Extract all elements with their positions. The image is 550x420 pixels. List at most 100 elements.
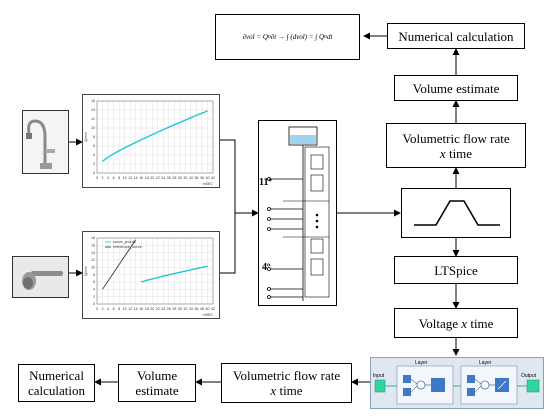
volume-bottom-line1: Volume — [136, 368, 178, 383]
x-tick-label: 2 — [102, 176, 104, 180]
numerical-top-label: Numerical calculation — [398, 28, 514, 44]
x-tick-label: 20 — [150, 307, 154, 311]
volume-estimate-top: Volume estimate — [394, 75, 518, 101]
ltspice-label: LTSpice — [434, 262, 478, 278]
x-tick-label: 22 — [156, 176, 160, 180]
x-tick-label: 22 — [156, 307, 160, 311]
numerical-bottom-line2: calculation — [27, 383, 86, 398]
y-axis-label: Q/min — [84, 266, 88, 276]
y-tick-label: 6 — [93, 144, 95, 148]
formula-sub-1: o — [267, 34, 271, 40]
x-unit-label: mSEC — [203, 182, 214, 186]
y-tick-label: 2 — [93, 162, 95, 166]
voltage-time-box: Voltage x time — [394, 308, 518, 338]
volume-top-label: Volume estimate — [412, 80, 500, 96]
x-tick-label: 28 — [172, 307, 176, 311]
x-tick-label: 38 — [200, 176, 204, 180]
ltspice-box: LTSpice — [394, 256, 518, 284]
x-tick-label: 0 — [96, 176, 98, 180]
faucet-photo — [22, 110, 69, 174]
x-tick-label: 2 — [102, 307, 104, 311]
shower-photo — [12, 256, 69, 298]
flow-rate-top-time: time — [448, 145, 473, 161]
voltage-label: Voltage — [418, 315, 459, 331]
numerical-calculation-bottom: Numerical calculation — [18, 364, 95, 402]
flow-rate-top-line1: Volumetric flow rate — [402, 130, 510, 146]
formula-end: dt — [326, 33, 333, 41]
water-circuit-diagram — [267, 126, 330, 301]
y-tick-label: 18 — [91, 236, 95, 240]
y-tick-label: 0 — [93, 302, 95, 306]
nn-layer2-label: Layer — [479, 360, 492, 366]
plot-frame — [96, 100, 214, 174]
flow-rate-bottom-line1: Volumetric flow rate — [232, 368, 341, 383]
reference-line-bottom — [102, 239, 137, 290]
y-tick-label: 0 — [93, 171, 95, 175]
x-tick-label: 12 — [128, 176, 132, 180]
flow-rate-bottom: Volumetric flow rate x time — [221, 363, 352, 403]
x-tick-label: 26 — [167, 176, 171, 180]
x-tick-label: 12 — [128, 307, 132, 311]
x-tick-label: 14 — [134, 176, 138, 180]
kitchen-faucet-icon — [23, 111, 68, 173]
voltage-time: time — [470, 315, 494, 331]
x-tick-label: 26 — [167, 307, 171, 311]
flow-curve-bottom — [140, 265, 208, 283]
x-tick-label: 10 — [123, 176, 127, 180]
x-tick-label: 28 — [172, 176, 176, 180]
volume-bottom-line2: estimate — [135, 383, 179, 398]
nn-input-label: Input — [373, 373, 385, 379]
x-tick-label: 10 — [123, 307, 127, 311]
circuit-panel — [258, 120, 337, 306]
plot-frame — [96, 237, 214, 305]
x-unit-label: mSEC — [203, 313, 214, 317]
x-tick-label: 4 — [107, 307, 109, 311]
flow-rate-top-x: x — [439, 145, 446, 161]
y-tick-label: 12 — [91, 258, 95, 262]
x-tick-label: 24 — [161, 307, 165, 311]
x-tick-label: 42 — [211, 307, 215, 311]
numerical-bottom-line1: Numerical — [29, 368, 84, 383]
y-tick-label: 6 — [93, 280, 95, 284]
flow-rate-bottom-time: time — [279, 383, 303, 398]
y-tick-label: 10 — [91, 266, 95, 270]
voltage-x: x — [461, 315, 468, 331]
x-tick-label: 34 — [189, 307, 193, 311]
x-tick-label: 32 — [183, 176, 187, 180]
x-tick-label: 18 — [145, 176, 149, 180]
neural-network-panel: Input Layer Layer — [370, 357, 544, 409]
x-tick-label: 14 — [134, 307, 138, 311]
legend-entry: reference_curve — [113, 244, 143, 249]
x-tick-label: 8 — [118, 307, 120, 311]
x-tick-label: 32 — [183, 307, 187, 311]
y-tick-label: 12 — [91, 117, 95, 121]
x-tick-label: 40 — [205, 307, 209, 311]
x-tick-label: 16 — [139, 176, 143, 180]
x-tick-label: 16 — [139, 307, 143, 311]
neural-network-diagram: Input Layer Layer — [373, 360, 540, 405]
numerical-calculation-top: Numerical calculation — [387, 23, 525, 49]
y-tick-label: 8 — [93, 135, 95, 139]
formula-sub-2: o — [324, 34, 327, 40]
x-tick-label: 30 — [178, 176, 182, 180]
x-tick-label: 30 — [178, 307, 182, 311]
trapezoid-pulse-icon — [414, 200, 500, 226]
y-axis-label: Q/min — [84, 132, 88, 142]
y-tick-label: 14 — [91, 108, 95, 112]
x-tick-label: 20 — [150, 176, 154, 180]
x-tick-label: 36 — [194, 176, 198, 180]
y-tick-label: 10 — [91, 126, 95, 130]
y-tick-label: 14 — [91, 251, 95, 255]
nn-layer1-label: Layer — [415, 360, 428, 366]
x-tick-label: 36 — [194, 307, 198, 311]
nn-output-label: Output — [521, 373, 537, 379]
x-tick-label: 38 — [200, 307, 204, 311]
formula-lhs: ∂vol = Q — [242, 33, 268, 41]
y-tick-label: 16 — [91, 99, 95, 103]
